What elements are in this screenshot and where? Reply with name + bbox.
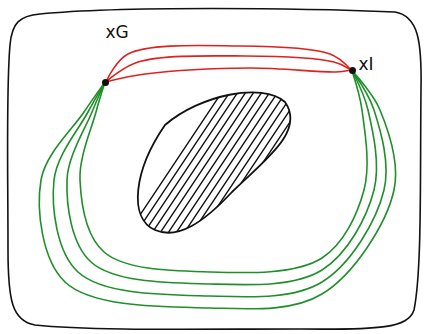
path-curve: [108, 68, 348, 81]
point-marker: xG: [102, 79, 109, 86]
hatch-line: [198, 80, 318, 260]
hatch-line: [246, 80, 366, 260]
point-label: xI: [359, 55, 374, 74]
hatch-line: [174, 80, 294, 260]
point-label: xG: [106, 23, 129, 42]
hatch-line: [118, 80, 238, 260]
hatch-line: [262, 80, 382, 260]
hatch-line: [142, 80, 262, 260]
hatch-line: [270, 80, 390, 260]
path-curve: [39, 73, 395, 309]
hatch-line: [166, 80, 286, 260]
hatch-line: [190, 80, 310, 260]
outer-boundary: [8, 9, 422, 330]
hatch-line: [230, 80, 350, 260]
hatch-line: [134, 80, 254, 260]
hatch-line: [110, 80, 230, 260]
hatch-line: [182, 80, 302, 260]
hatch-line: [158, 80, 278, 260]
hatch-line: [238, 80, 358, 260]
hatch-line: [126, 80, 246, 260]
path-curve: [53, 73, 386, 297]
hatch-line: [310, 80, 430, 260]
hatch-line: [222, 80, 342, 260]
hatch-line: [278, 80, 398, 260]
hatch-line: [214, 80, 334, 260]
path-curve: [80, 73, 367, 272]
path-curve: [67, 73, 377, 284]
obstacle-hatching: [110, 80, 430, 260]
point-marker: xI: [349, 67, 356, 74]
hatch-line: [206, 80, 326, 260]
hatch-line: [150, 80, 270, 260]
